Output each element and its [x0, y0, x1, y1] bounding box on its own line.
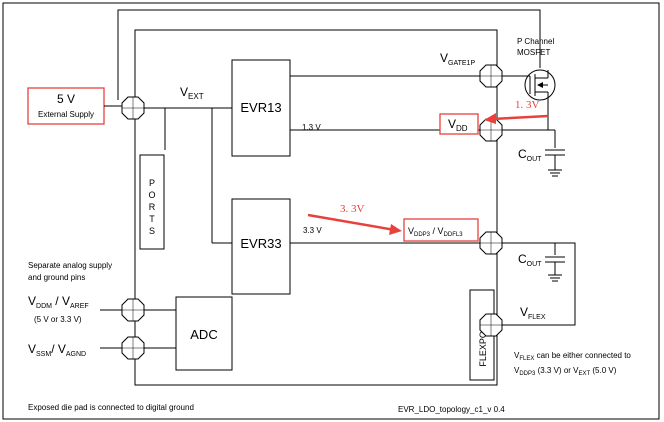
separate-analog-line1: Separate analog supply — [28, 261, 112, 270]
ports-letter: T — [149, 214, 155, 224]
separate-analog-line2: and ground pins — [28, 273, 85, 282]
external-supply-box — [27, 87, 105, 125]
supply-label: External Supply — [38, 110, 94, 119]
vdd-highlight-box — [439, 113, 479, 135]
ports-letter: P — [149, 178, 155, 188]
vflex-label: VFLEX — [520, 305, 546, 321]
supply-voltage: 5 V — [57, 92, 75, 106]
evr13-output-label: 1.3 V — [302, 123, 321, 132]
evr33-label: EVR33 — [240, 236, 281, 251]
pad-vddp3 — [479, 231, 503, 255]
adc-label: ADC — [190, 327, 217, 342]
ports-letter: O — [148, 190, 155, 200]
mosfet-symbol — [502, 69, 556, 118]
anno-13-label: 1. 3V — [515, 99, 540, 111]
vext-label: VEXT — [180, 85, 204, 101]
cout1-label: COUT — [518, 147, 542, 163]
evr13-block — [231, 59, 291, 157]
evr13-label: EVR13 — [240, 100, 281, 115]
pad-vext — [121, 96, 145, 120]
cout1-capacitor — [545, 149, 565, 177]
vssm-label: VSSM/ VAGND — [28, 342, 86, 358]
vddm-range-label: (5 V or 3.3 V) — [34, 315, 82, 324]
vflex-note-line2: VDDP3 (3.3 V) or VEXT (5.0 V) — [514, 366, 617, 377]
ports-block — [139, 154, 165, 250]
ports-letter: R — [149, 202, 156, 212]
ports-letter: S — [149, 226, 155, 236]
anno-13-arrow — [491, 114, 549, 121]
pad-vdd — [479, 118, 503, 142]
footer-right-version: EVR_LDO_topology_c1_v 0.4 — [398, 405, 505, 414]
pad-vflex — [479, 313, 503, 337]
vdd-label: VDD — [448, 117, 468, 133]
evr33-block — [231, 198, 291, 295]
mosfet-label-line2: MOSFET — [517, 48, 550, 57]
vgate-label: VGATE1P — [440, 51, 475, 67]
vflex-note-line1: VFLEX can be either connected to — [514, 351, 631, 362]
evr33-output-label: 3.3 V — [303, 226, 322, 235]
anno-33-arrow — [307, 213, 396, 232]
flexport-label: FLEXPORT — [478, 319, 488, 367]
external-supply: 5 V External Supply — [27, 87, 105, 125]
chip-body — [134, 29, 498, 386]
pad-vssm — [121, 336, 145, 360]
mosfet-label-line1: P Channel — [517, 37, 554, 46]
vddp3-label: VDDP3 / VDDFL3 — [408, 226, 463, 238]
cout2-label: COUT — [518, 252, 542, 268]
anno-33-arrowhead — [389, 224, 402, 235]
vddm-label: VDDM / VAREF — [28, 294, 89, 310]
footer-left-note: Exposed die pad is connected to digital … — [28, 403, 194, 412]
vddp3-highlight-box — [403, 218, 479, 242]
anno-13-arrowhead — [484, 113, 496, 124]
vddp3-loop-wire — [502, 242, 576, 326]
adc-block — [175, 296, 233, 371]
top-supply-wire — [117, 9, 541, 100]
pad-vddm — [121, 298, 145, 322]
pad-vgate — [479, 64, 503, 88]
anno-33-label: 3. 3V — [340, 203, 365, 215]
cout2-capacitor — [545, 256, 565, 282]
